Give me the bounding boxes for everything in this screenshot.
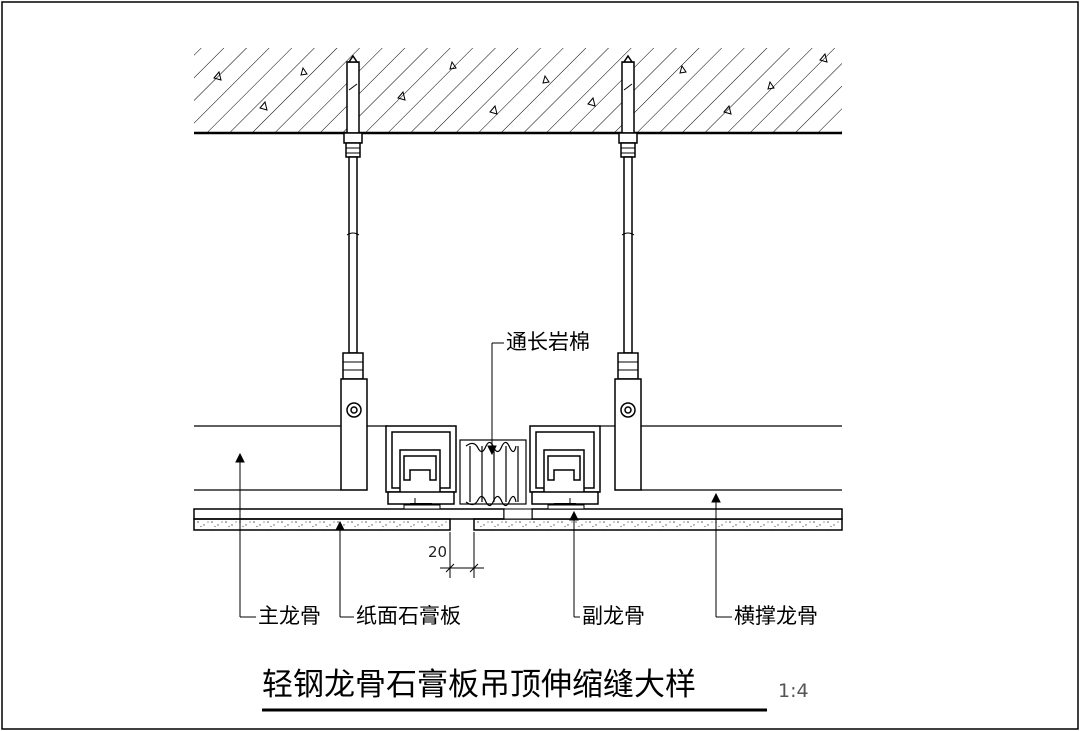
right-secondary-keel bbox=[529, 425, 601, 512]
right-hanger bbox=[614, 54, 642, 491]
left-hanger bbox=[340, 54, 368, 491]
leader-main-keel bbox=[235, 452, 256, 618]
rock-wool bbox=[459, 439, 527, 507]
label-main-keel: 主龙骨 bbox=[258, 604, 321, 628]
leader-cross-brace-keel bbox=[711, 492, 732, 618]
left-secondary-keel bbox=[385, 425, 457, 512]
drawing-scale: 1:4 bbox=[778, 680, 809, 702]
gap-dimension bbox=[440, 532, 484, 578]
label-secondary-keel: 副龙骨 bbox=[582, 604, 645, 628]
gap-dimension-value: 20 bbox=[428, 543, 448, 561]
label-rock-wool: 通长岩棉 bbox=[506, 330, 590, 354]
leader-gypsum-board bbox=[335, 520, 354, 618]
leader-secondary-keel bbox=[569, 510, 580, 618]
concrete-slab bbox=[194, 48, 842, 135]
aggregate-marks bbox=[213, 52, 828, 115]
drawing-title: 轻钢龙骨石膏板吊顶伸缩缝大样 bbox=[262, 667, 696, 703]
leader-rock-wool bbox=[487, 342, 504, 456]
gypsum-board bbox=[193, 504, 843, 531]
label-gypsum-board: 纸面石膏板 bbox=[356, 604, 461, 628]
main-keel-lines bbox=[194, 425, 842, 491]
label-cross-brace-keel: 横撑龙骨 bbox=[734, 604, 818, 628]
